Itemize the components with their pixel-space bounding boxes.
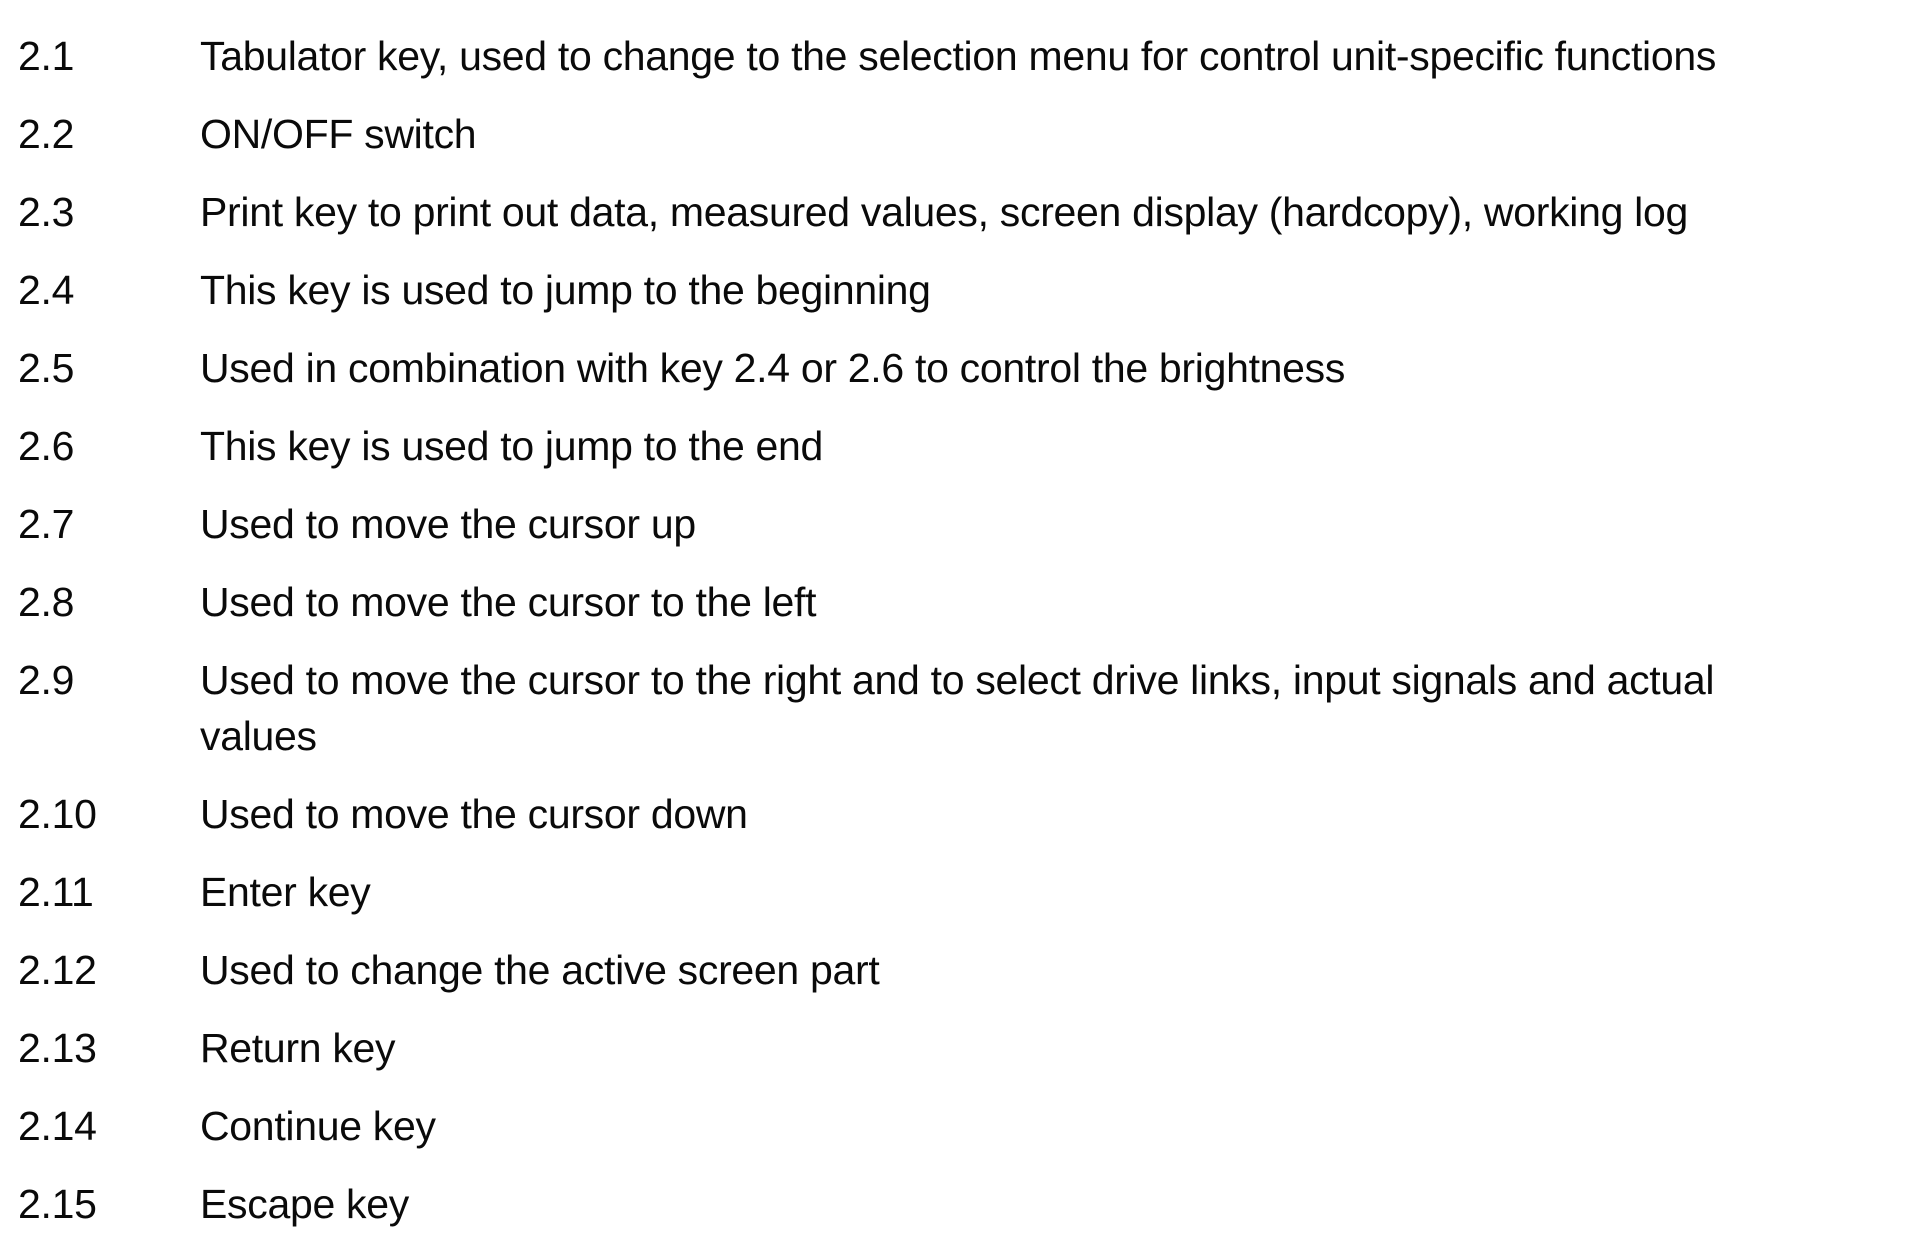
list-item: 2.8 Used to move the cursor to the left (18, 574, 1910, 630)
item-number: 2.14 (18, 1103, 97, 1149)
list-item: 2.5 Used in combination with key 2.4 or … (18, 340, 1910, 396)
item-number: 2.12 (18, 947, 97, 993)
item-description: Used to change the active screen part (200, 947, 880, 993)
list-item: 2.14 Continue key (18, 1098, 1910, 1154)
item-description: Continue key (200, 1103, 436, 1149)
list-item: 2.15 Escape key (18, 1176, 1910, 1232)
list-item: 2.3 Print key to print out data, measure… (18, 184, 1910, 240)
list-item: 2.12 Used to change the active screen pa… (18, 942, 1910, 998)
item-description: This key is used to jump to the end (200, 423, 824, 469)
list-item: 2.1 Tabulator key, used to change to the… (18, 28, 1910, 84)
item-description: ON/OFF switch (200, 111, 477, 157)
list-item: 2.6 This key is used to jump to the end (18, 418, 1910, 474)
item-description: Used to move the cursor to the right and… (200, 657, 1715, 759)
list-item: 2.4 This key is used to jump to the begi… (18, 262, 1910, 318)
item-description: Enter key (200, 869, 371, 915)
item-number: 2.2 (18, 111, 75, 157)
item-number: 2.6 (18, 423, 75, 469)
item-description: Used in combination with key 2.4 or 2.6 … (200, 345, 1346, 391)
item-number: 2.7 (18, 501, 75, 547)
key-list: 2.1 Tabulator key, used to change to the… (18, 28, 1910, 1232)
list-item: 2.9 Used to move the cursor to the right… (18, 652, 1910, 764)
item-description: Used to move the cursor to the left (200, 579, 817, 625)
list-item: 2.13 Return key (18, 1020, 1910, 1076)
item-number: 2.10 (18, 791, 97, 837)
item-number: 2.4 (18, 267, 75, 313)
item-description: Tabulator key, used to change to the sel… (200, 33, 1717, 79)
item-number: 2.8 (18, 579, 75, 625)
item-description: Escape key (200, 1181, 409, 1227)
item-number: 2.13 (18, 1025, 97, 1071)
item-description: Return key (200, 1025, 396, 1071)
list-item: 2.2 ON/OFF switch (18, 106, 1910, 162)
item-number: 2.15 (18, 1181, 97, 1227)
item-number: 2.1 (18, 33, 75, 79)
item-number: 2.9 (18, 657, 75, 703)
item-description: This key is used to jump to the beginnin… (200, 267, 931, 313)
item-description: Used to move the cursor up (200, 501, 696, 547)
item-number: 2.5 (18, 345, 75, 391)
item-description: Print key to print out data, measured va… (200, 189, 1688, 235)
list-item: 2.10 Used to move the cursor down (18, 786, 1910, 842)
list-item: 2.7 Used to move the cursor up (18, 496, 1910, 552)
item-number: 2.11 (18, 869, 94, 915)
list-item: 2.11 Enter key (18, 864, 1910, 920)
item-description: Used to move the cursor down (200, 791, 748, 837)
item-number: 2.3 (18, 189, 75, 235)
